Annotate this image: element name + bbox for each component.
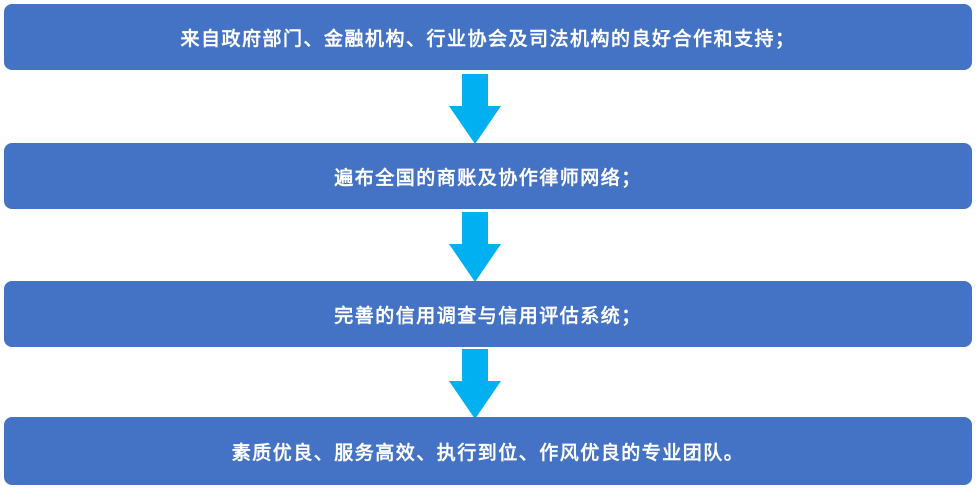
flow-step-1-label: 来自政府部门、金融机构、行业协会及司法机构的良好合作和支持； [180, 27, 796, 50]
arrow-down-icon [449, 212, 501, 282]
flow-step-4-label: 素质优良、服务高效、执行到位、作风优良的专业团队。 [231, 441, 745, 464]
flow-step-1: 来自政府部门、金融机构、行业协会及司法机构的良好合作和支持； [4, 4, 972, 70]
flow-step-3: 完善的信用调查与信用评估系统； [4, 281, 972, 347]
flow-step-3-label: 完善的信用调查与信用评估系统； [334, 304, 642, 327]
flow-step-2-label: 遍布全国的商账及协作律师网络； [334, 166, 642, 189]
flow-step-4: 素质优良、服务高效、执行到位、作风优良的专业团队。 [4, 417, 972, 485]
arrow-down-icon [449, 349, 501, 419]
flow-step-2: 遍布全国的商账及协作律师网络； [4, 143, 972, 209]
arrow-down-icon [449, 74, 501, 144]
